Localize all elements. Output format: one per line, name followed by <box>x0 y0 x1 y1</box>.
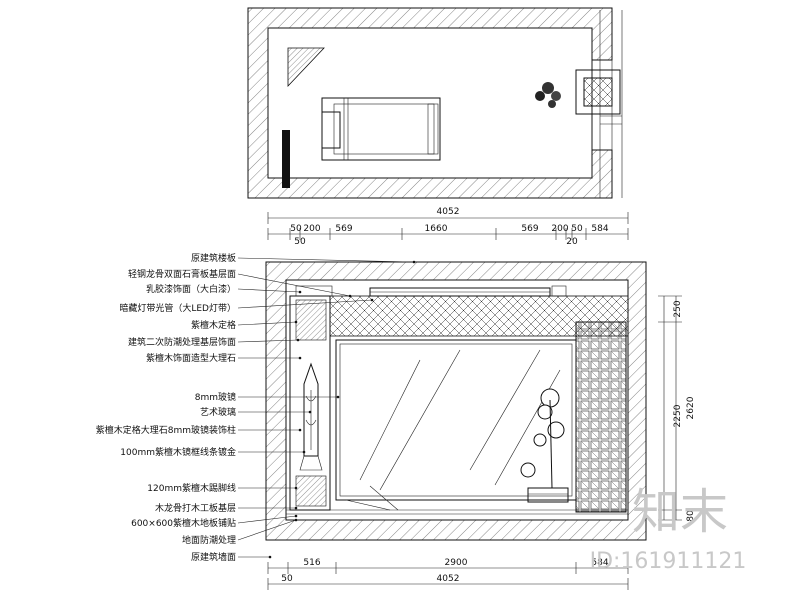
leader-line <box>237 299 373 309</box>
leader-dot <box>294 506 298 510</box>
annotation-label: 轻钢龙骨双面石膏板基层面 <box>128 268 236 280</box>
top-dim-7: 50 <box>571 224 583 234</box>
elevation-right-dims: 250 2250 2620 80 <box>658 295 696 522</box>
leader-dot <box>336 395 340 399</box>
leader-line <box>237 519 297 541</box>
leader-dot <box>302 450 306 454</box>
leader-dot <box>268 555 272 559</box>
central-mirror <box>335 339 577 501</box>
leader-dot <box>296 338 300 342</box>
annotation-label: 100mm紫檀木镜框线条镀金 <box>120 446 236 458</box>
leader-line <box>237 321 297 326</box>
right-dim-3: 2620 <box>686 396 696 419</box>
leader-line <box>237 515 297 524</box>
top-dim-4: 1660 <box>425 224 448 234</box>
floor-plan <box>247 7 623 199</box>
leader-dot <box>308 410 312 414</box>
annotation-label: 原建筑墙面 <box>191 551 236 563</box>
leader-dot <box>348 294 352 298</box>
leader-dot <box>294 518 298 522</box>
annotation-label: 暗藏灯带光管（大LED灯带） <box>119 302 236 314</box>
right-dim-small: 80 <box>686 510 696 522</box>
plan-wall-unit <box>282 130 290 188</box>
potted-plant-icon <box>520 388 569 503</box>
plan-dimension: 4052 <box>267 207 629 224</box>
plan-wall <box>247 7 613 199</box>
plan-corner-cabinet <box>287 47 325 88</box>
bottom-total-width: 4052 <box>437 574 460 584</box>
watermark-brand: 知末 <box>632 484 728 540</box>
top-dim-sub-2: 20 <box>566 237 578 247</box>
leader-line <box>237 339 299 343</box>
plan-treadmill <box>321 97 441 161</box>
bottom-dim-2: 2900 <box>445 558 468 568</box>
leader-dot <box>294 514 298 518</box>
annotation-label: 地面防潮处理 <box>182 534 236 546</box>
leader-dot <box>294 320 298 324</box>
top-dim-1: 50 <box>290 224 302 234</box>
annotation-label: 紫檀木定格大理石8mm玻镜装饰柱 <box>96 424 236 436</box>
top-dim-5: 569 <box>521 224 538 234</box>
glass-block-column <box>575 321 627 513</box>
elevation-bottom-dims: 516 2900 584 50 4052 <box>267 558 629 590</box>
annotation-label: 原建筑楼板 <box>191 252 236 264</box>
leader-line <box>237 273 351 297</box>
annotation-label: 600×600紫檀木地板铺贴 <box>131 517 236 529</box>
leader-dot <box>298 428 302 432</box>
top-dim-8: 584 <box>591 224 608 234</box>
annotation-label: 紫檀木定格 <box>191 319 236 331</box>
elevation-treadmill <box>345 485 399 511</box>
leader-dot <box>370 298 374 302</box>
plan-plant-icon <box>535 82 561 108</box>
elevation-top-dims: 50 200 569 1660 569 200 50 584 50 20 <box>267 224 629 247</box>
leader-dot <box>298 290 302 294</box>
watermark-id: ID:161911121 <box>590 549 747 574</box>
watermark: 知末 ID:161911121 <box>590 484 747 574</box>
leader-dot <box>294 486 298 490</box>
left-decor-column <box>289 295 331 511</box>
right-dim-1: 250 <box>673 300 683 317</box>
leader-line <box>237 257 415 263</box>
bottom-dim-1: 516 <box>303 558 320 568</box>
annotation-label: 120mm紫檀木踢脚线 <box>147 482 236 494</box>
annotation-label: 木龙骨打木工板基层 <box>155 502 236 514</box>
plan-total-width: 4052 <box>437 207 460 217</box>
right-dim-2: 2250 <box>673 404 683 427</box>
top-dim-3: 569 <box>335 224 352 234</box>
bottom-start-dim: 50 <box>281 574 293 584</box>
annotation-label: 8mm玻镜 <box>195 391 236 403</box>
annotation-label: 乳胶漆饰面（大白漆） <box>146 283 236 295</box>
annotation-label: 艺术玻璃 <box>200 406 236 418</box>
leader-line <box>237 288 301 293</box>
plan-square-column <box>575 69 621 115</box>
annotation-label: 建筑二次防潮处理基层饰面 <box>128 336 236 348</box>
leader-dot <box>412 260 416 264</box>
top-dim-2: 200 <box>303 224 320 234</box>
bottom-dim-3: 584 <box>591 558 608 568</box>
top-dim-6: 200 <box>551 224 568 234</box>
annotation-label: 紫檀木饰面造型大理石 <box>146 352 236 364</box>
leader-dot <box>298 356 302 360</box>
top-dim-sub-1: 50 <box>294 237 306 247</box>
elevation-frame <box>265 261 647 541</box>
